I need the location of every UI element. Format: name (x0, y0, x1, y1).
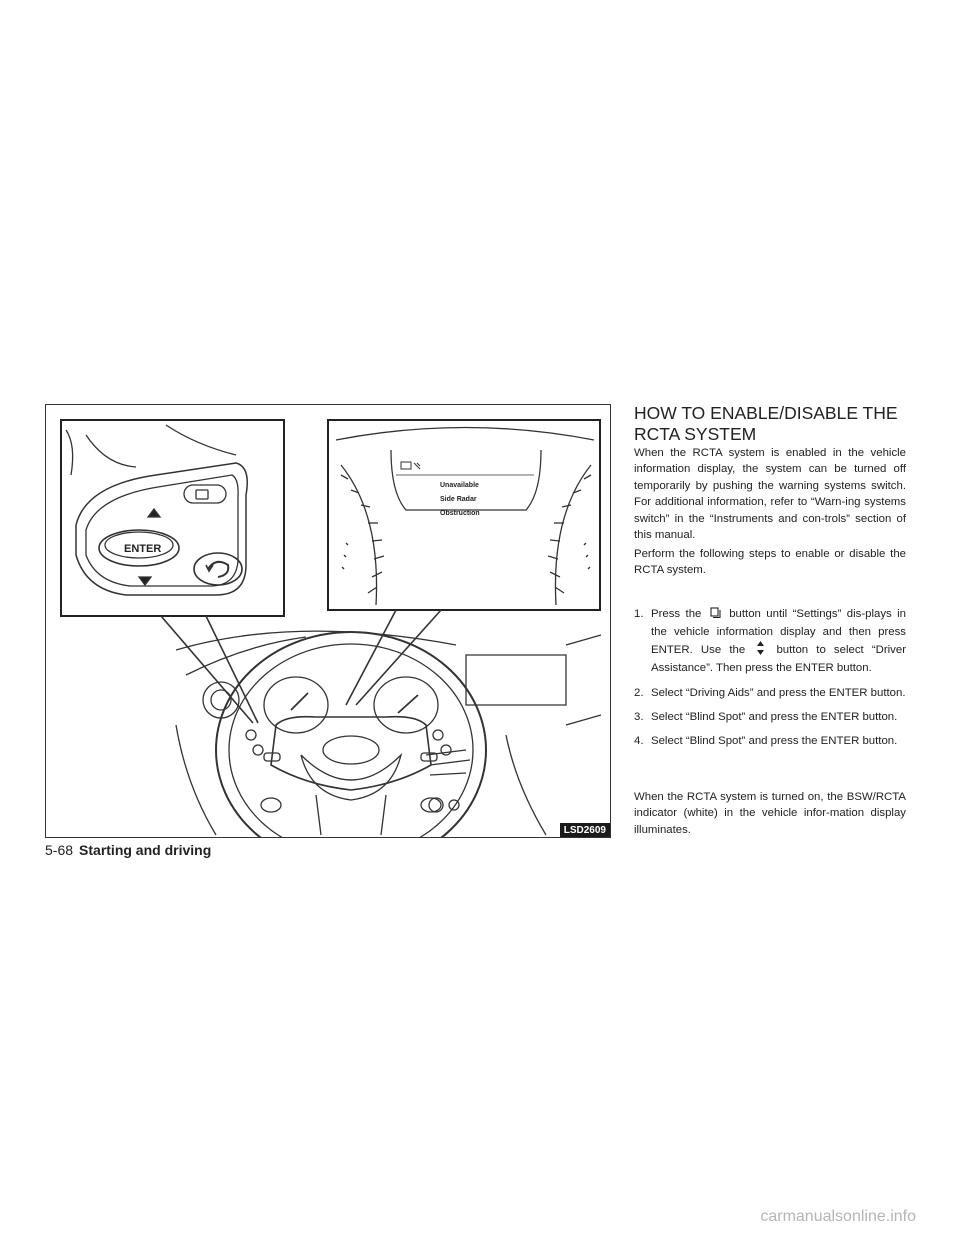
illustration-figure: ENTER Unavailable Side Radar Obstruction… (45, 404, 611, 838)
intro-paragraph: When the RCTA system is enabled in the v… (634, 447, 906, 542)
steps-list: 1. Press the button until “Settings” dis… (634, 606, 906, 758)
step-number: 2. (634, 686, 644, 699)
step-number: 4. (634, 735, 644, 748)
chapter-title: Starting and driving (79, 842, 212, 858)
watermark: carmanualsonline.info (760, 1208, 916, 1225)
page-number: 5-68 (45, 842, 74, 858)
info-display-button-icon (710, 607, 721, 624)
section-heading: HOW TO ENABLE/DISABLE THE RCTA SYSTEM (634, 403, 898, 444)
up-down-arrow-icon (756, 640, 765, 660)
step-3: 3. Select “Blind Spot” and press the ENT… (634, 709, 906, 725)
step-text-b: button until “Settings” dis-plays in the… (651, 608, 906, 656)
lead-paragraph: Perform the following steps to enable or… (634, 548, 906, 577)
closing-paragraph: When the RCTA system is turned on, the B… (634, 791, 906, 836)
enter-button-label: ENTER (124, 543, 161, 555)
step-text: Select “Blind Spot” and press the ENTER … (651, 735, 898, 748)
step-text-c: button to select “Driver Assistance”. Th… (651, 643, 906, 675)
steering-wheel-illustration: ENTER Unavailable Side Radar Obstruction (60, 419, 602, 837)
display-line-2: Side Radar (440, 496, 477, 503)
step-number: 1. (634, 608, 644, 620)
page-footer: 5-68 Starting and driving (45, 842, 211, 858)
figure-code: LSD2609 (559, 823, 610, 837)
step-text: Select “Driving Aids” and press the ENTE… (651, 686, 906, 699)
step-4: 4. Select “Blind Spot” and press the ENT… (634, 733, 906, 749)
step-2: 2. Select “Driving Aids” and press the E… (634, 685, 906, 701)
step-number: 3. (634, 711, 644, 724)
step-text-a: Press the (651, 608, 702, 620)
display-line-3: Obstruction (440, 510, 480, 517)
display-line-1: Unavailable (440, 482, 479, 489)
step-text: Select “Blind Spot” and press the ENTER … (651, 711, 898, 724)
step-1: 1. Press the button until “Settings” dis… (634, 606, 906, 677)
